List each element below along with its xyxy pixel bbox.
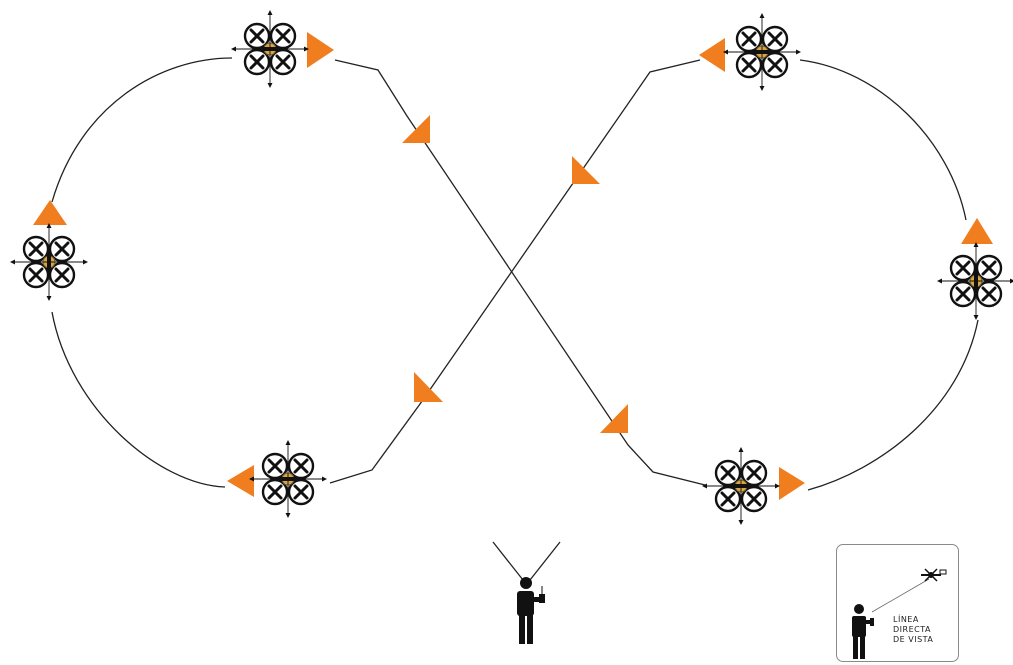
legend-line-2: Directa: [893, 625, 959, 635]
quadcopter-icon: [937, 242, 1013, 320]
right-loop-bottom-arc: [808, 320, 978, 490]
flight-path: [52, 58, 978, 490]
diagonal-bottom-left-to-top-right: [330, 60, 700, 483]
direction-arrow-icon: [402, 115, 430, 143]
direction-arrow-icon: [572, 156, 600, 184]
direction-arrow-icon: [779, 467, 805, 500]
drone-small-icon: [921, 569, 946, 581]
left-loop-bottom-arc: [52, 312, 225, 487]
direction-arrow-icon: [307, 32, 334, 68]
direction-arrow-icon: [699, 38, 725, 72]
quadcopter-icon: [10, 223, 88, 301]
direction-arrow-icon: [33, 200, 67, 225]
direction-arrow-icon: [600, 404, 628, 433]
direction-arrow-icon: [227, 465, 254, 497]
quadcopter-icon: [702, 447, 780, 525]
diagonal-top-left-to-bottom-right: [335, 60, 705, 485]
legend-line-3: de Vista: [893, 635, 959, 645]
pilot-icon: [493, 542, 560, 644]
legend-box: Línea Directa de Vista: [836, 544, 959, 662]
left-loop-top-arc: [52, 58, 232, 202]
direction-arrows: [33, 32, 993, 500]
legend-line-1: Línea: [893, 615, 959, 625]
legend-label: Línea Directa de Vista: [893, 615, 959, 645]
pilot-icon: [852, 604, 874, 659]
direction-arrow-icon: [961, 218, 993, 244]
right-loop-top-arc: [800, 60, 966, 220]
line-of-sight-illustration: [837, 545, 960, 663]
quadcopter-icon: [249, 440, 327, 518]
quadcopter-icon: [231, 10, 309, 88]
quadcopter-icon: [723, 13, 801, 91]
